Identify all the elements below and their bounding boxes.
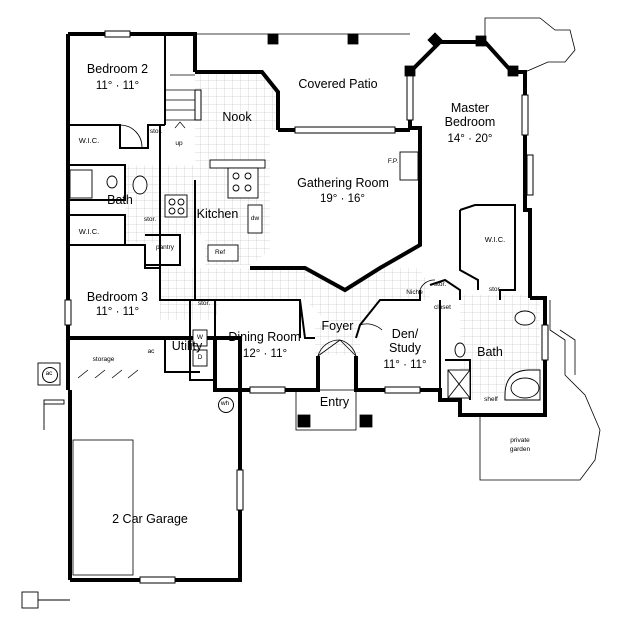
fireplace-label: F.P. xyxy=(387,158,399,165)
bedroom2-name: Bedroom 2 xyxy=(86,62,149,76)
bedroom2-dims: 11° · 11° xyxy=(95,80,140,92)
bath-left-name: Bath xyxy=(107,193,133,207)
stairs-up-label: up xyxy=(175,140,183,147)
ac-unit-icon xyxy=(42,367,58,383)
private-garden-label-2: garden xyxy=(509,446,531,453)
master-name-1: Master xyxy=(450,101,490,115)
wic-master-label: W.I.C. xyxy=(484,235,506,244)
gathering-name: Gathering Room xyxy=(297,176,389,190)
kitchen-name: Kitchen xyxy=(196,207,239,221)
foyer-name: Foyer xyxy=(321,319,354,333)
wic-top-label: W.I.C. xyxy=(78,136,100,145)
washer-label: W xyxy=(196,334,204,341)
utility-name: Utility xyxy=(171,339,203,353)
storage-label: storage xyxy=(92,356,115,363)
ac-outside-label: ac xyxy=(45,370,53,377)
ac-inside-label: ac xyxy=(147,348,155,355)
gathering-dims: 19° · 16° xyxy=(319,193,365,205)
dining-name: Dining Room xyxy=(228,330,301,344)
master-dims: 14° · 20° xyxy=(447,133,493,145)
stairs xyxy=(165,74,195,129)
den-name-2: Study xyxy=(389,341,421,355)
bedroom3-name: Bedroom 3 xyxy=(86,290,149,304)
kitchen-fixtures xyxy=(164,159,266,262)
dryer-label: D xyxy=(197,354,203,361)
bath-fixtures xyxy=(69,169,541,401)
stor-util-label: stor. xyxy=(197,300,211,307)
dw-label: dw xyxy=(250,215,260,222)
master-bay xyxy=(404,17,576,77)
bedroom3-dims: 11° · 11° xyxy=(95,306,140,318)
water-heater-label: wh xyxy=(220,400,230,407)
niche-label: Niche xyxy=(406,289,423,296)
private-garden-outline xyxy=(479,300,601,481)
stor-bath-label: stor. xyxy=(143,216,157,223)
stor-master-left-label: stor. xyxy=(433,281,447,288)
stor-master-right-label: stor. xyxy=(488,286,502,293)
dining-dims: 12° · 11° xyxy=(242,348,288,360)
windows xyxy=(64,30,549,584)
garage-door xyxy=(72,439,134,576)
stor-bed2-label: stor. xyxy=(149,128,163,135)
master-name-2: Bedroom xyxy=(444,115,496,129)
entry-porch xyxy=(295,389,373,431)
garage-name: 2 Car Garage xyxy=(112,512,188,526)
den-dims: 11° · 11° xyxy=(383,359,427,371)
entry-name: Entry xyxy=(319,395,350,409)
ref-label: Ref xyxy=(214,249,226,256)
wic-mid-label: W.I.C. xyxy=(78,227,100,236)
door-swings xyxy=(77,124,436,379)
shelf-label: shelf xyxy=(484,396,498,403)
covered-patio-outline xyxy=(195,33,410,45)
fireplace xyxy=(399,151,419,181)
pantry-label: pantry xyxy=(155,244,175,251)
bath-right-name: Bath xyxy=(477,345,503,359)
water-heater-icon xyxy=(218,397,234,413)
den-name-1: Den/ xyxy=(391,327,419,341)
private-garden-label-1: private xyxy=(510,437,530,444)
nook-name: Nook xyxy=(222,110,252,124)
covered-patio-name: Covered Patio xyxy=(298,77,378,91)
closet-label: closet xyxy=(434,304,451,311)
